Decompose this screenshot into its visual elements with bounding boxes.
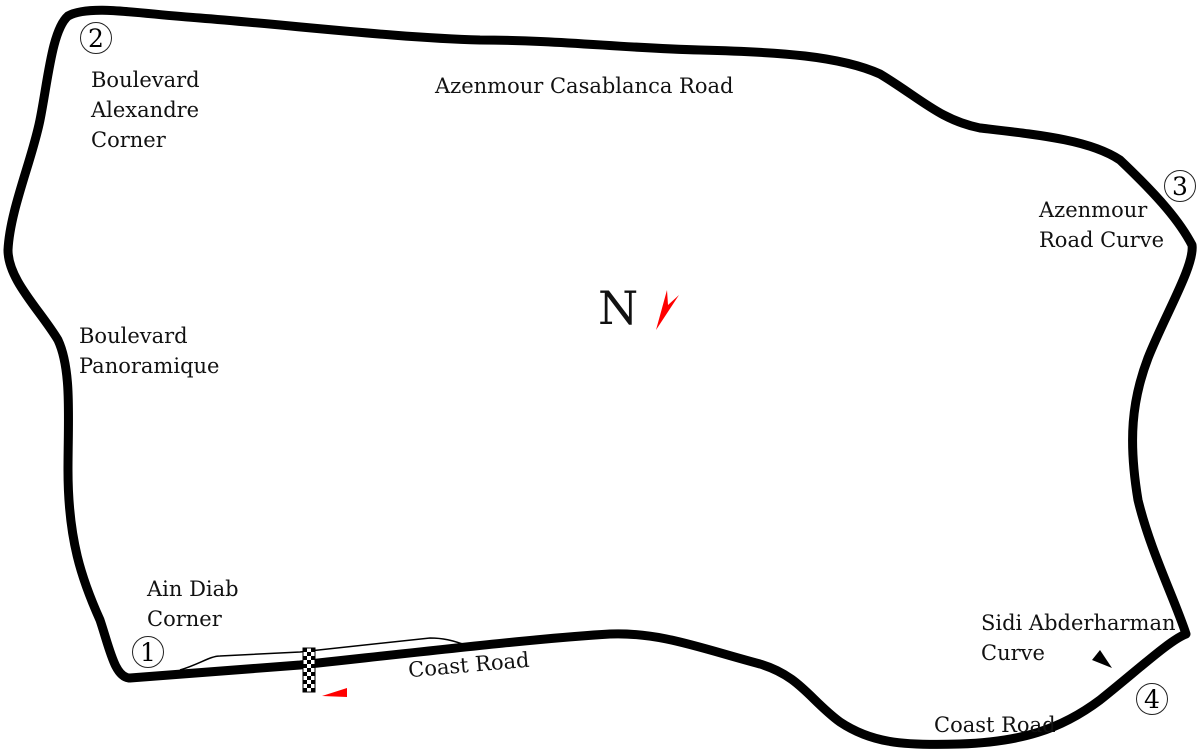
corner-4-marker: 4: [1136, 683, 1168, 715]
label-ain-diab-corner: Ain Diab Corner: [147, 577, 239, 631]
corner-1-marker: 1: [132, 636, 164, 668]
corner-3-marker: 3: [1164, 170, 1196, 202]
label-sidi-abderharman-curve: Sidi Abderharman Curve: [981, 611, 1176, 665]
pit-lane: [179, 637, 471, 671]
start-direction-arrow-icon: [322, 688, 347, 697]
label-coast-road-2: Coast Road: [934, 713, 1056, 737]
north-arrow-icon: [656, 290, 679, 330]
label-azenmour-casablanca-road: Azenmour Casablanca Road: [435, 74, 734, 98]
label-azenmour-road-curve: Azenmour Road Curve: [1039, 198, 1165, 252]
label-boulevard-alexandre: Boulevard Alexandre Corner: [91, 68, 200, 152]
start-finish-flag: [302, 647, 316, 693]
direction-arrow-icon: [1092, 650, 1112, 668]
track-outline: [3, 5, 1197, 749]
corner-2-marker: 2: [80, 22, 112, 54]
north-label: N: [598, 281, 639, 335]
label-boulevard-panoramique: Boulevard Panoramique: [79, 324, 220, 378]
